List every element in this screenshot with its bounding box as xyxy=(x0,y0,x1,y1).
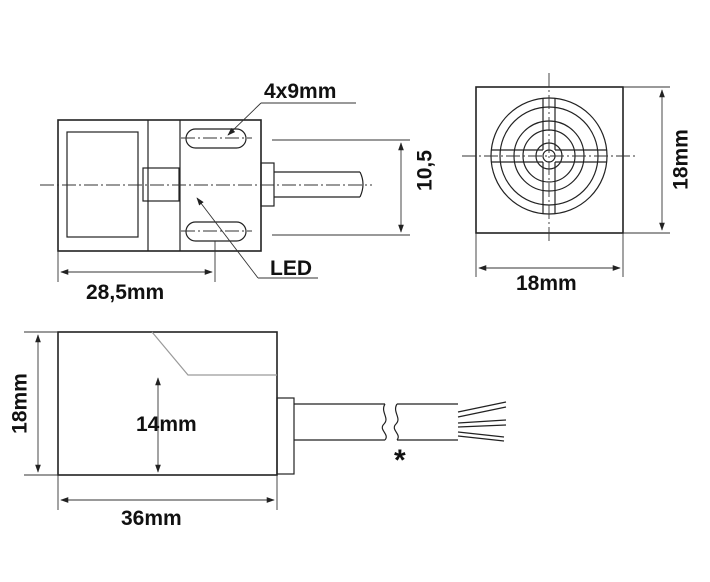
side-view-body xyxy=(57,331,278,476)
sensing-face xyxy=(66,131,139,238)
leader-led xyxy=(196,197,259,279)
slot-size-label: 4x9mm xyxy=(264,80,337,103)
mounting-slot-top xyxy=(185,128,247,149)
top-view xyxy=(40,102,410,282)
inner-height-label: 14mm xyxy=(136,413,197,436)
total-length-label: 36mm xyxy=(121,507,182,530)
leader-slot xyxy=(227,102,262,136)
front-length-label: 28,5mm xyxy=(86,281,165,304)
face-width-label: 18mm xyxy=(516,272,577,295)
side-height-label: 18mm xyxy=(8,373,32,434)
cable-wires xyxy=(457,401,507,442)
led-window xyxy=(142,167,180,202)
face-view xyxy=(462,73,670,277)
cable-gland xyxy=(260,162,275,207)
led-label: LED xyxy=(270,257,312,280)
mounting-slot-bottom xyxy=(185,221,247,242)
note-asterisk: * xyxy=(394,444,406,477)
face-view-body xyxy=(475,86,624,234)
side-cable-gland xyxy=(276,397,295,475)
face-height-label: 18mm xyxy=(669,129,693,190)
height-10-5-label: 10,5 xyxy=(413,150,437,191)
side-view xyxy=(24,331,507,510)
